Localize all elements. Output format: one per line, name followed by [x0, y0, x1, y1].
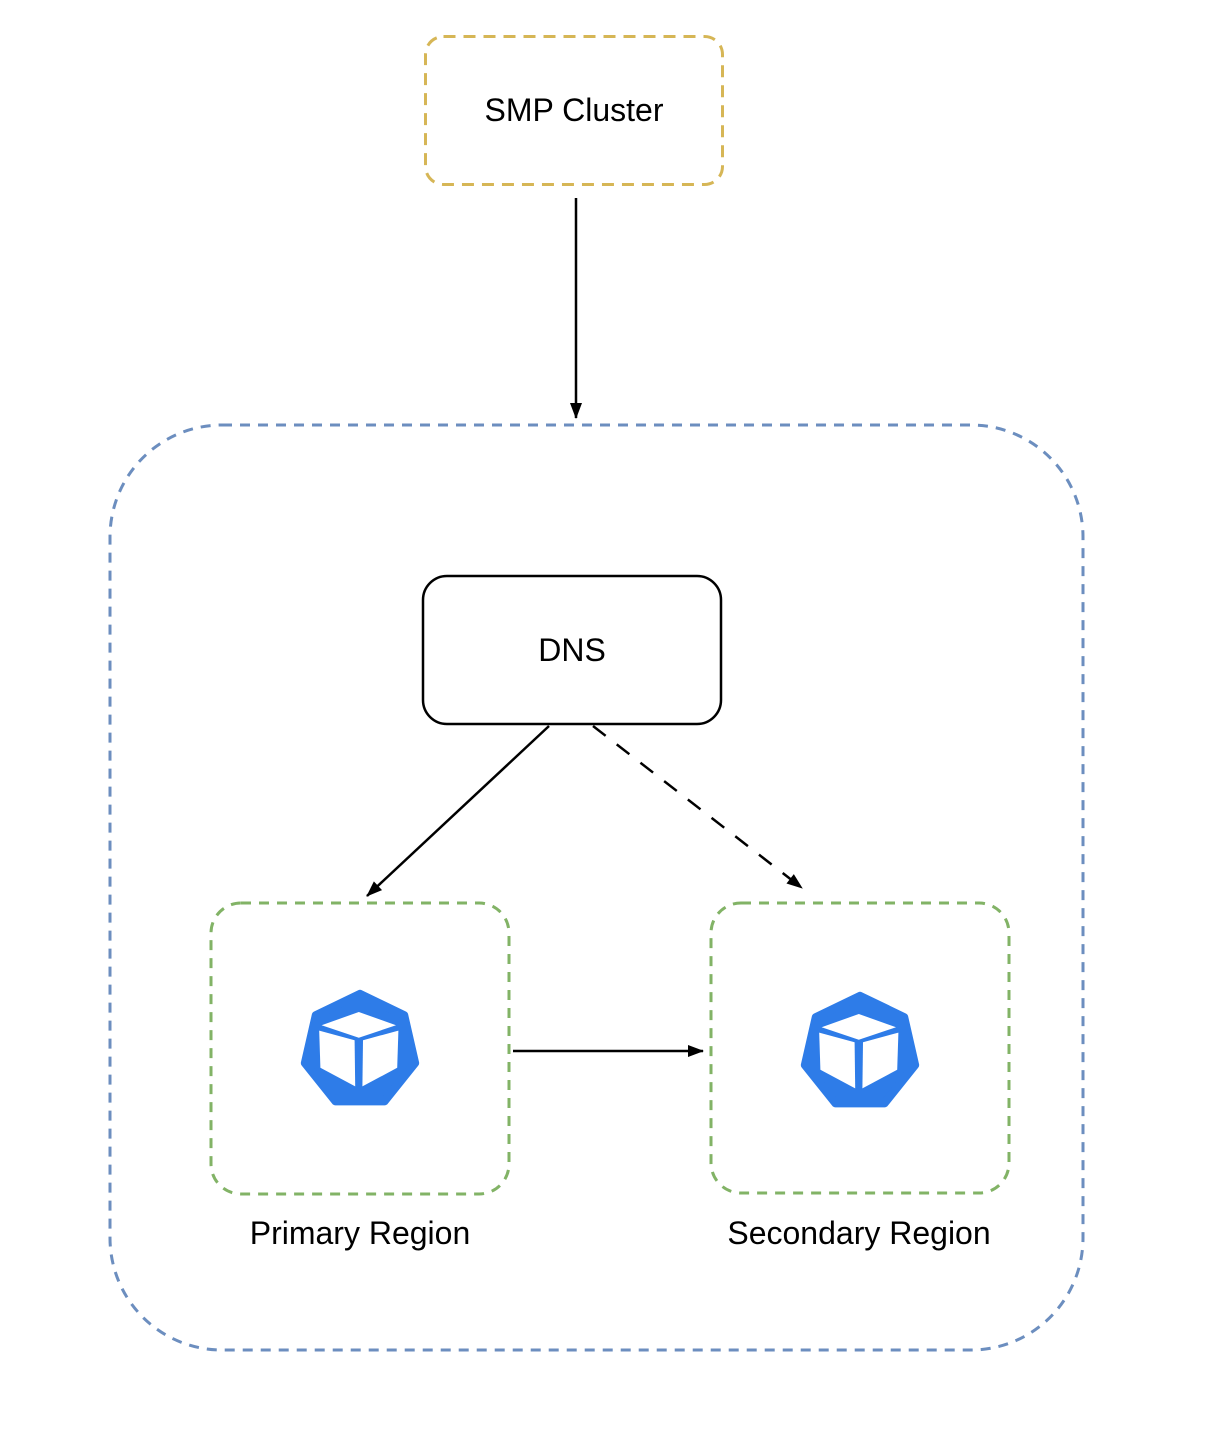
node-dns-box	[421, 574, 723, 726]
smp-cluster-label: SMP Cluster	[484, 92, 663, 128]
secondary-region-label: Secondary Region	[727, 1215, 990, 1251]
edge-dns-to-secondary-dashed	[592, 725, 803, 889]
dns-container-box	[108, 423, 1085, 1352]
node-smp-cluster-box	[424, 35, 724, 186]
primary-region-label: Primary Region	[250, 1215, 471, 1251]
cube-heptagon-icon	[300, 989, 420, 1106]
dns-label: DNS	[538, 632, 606, 668]
edge-dns-to-primary	[366, 725, 550, 897]
cube-heptagon-icon	[800, 991, 920, 1108]
